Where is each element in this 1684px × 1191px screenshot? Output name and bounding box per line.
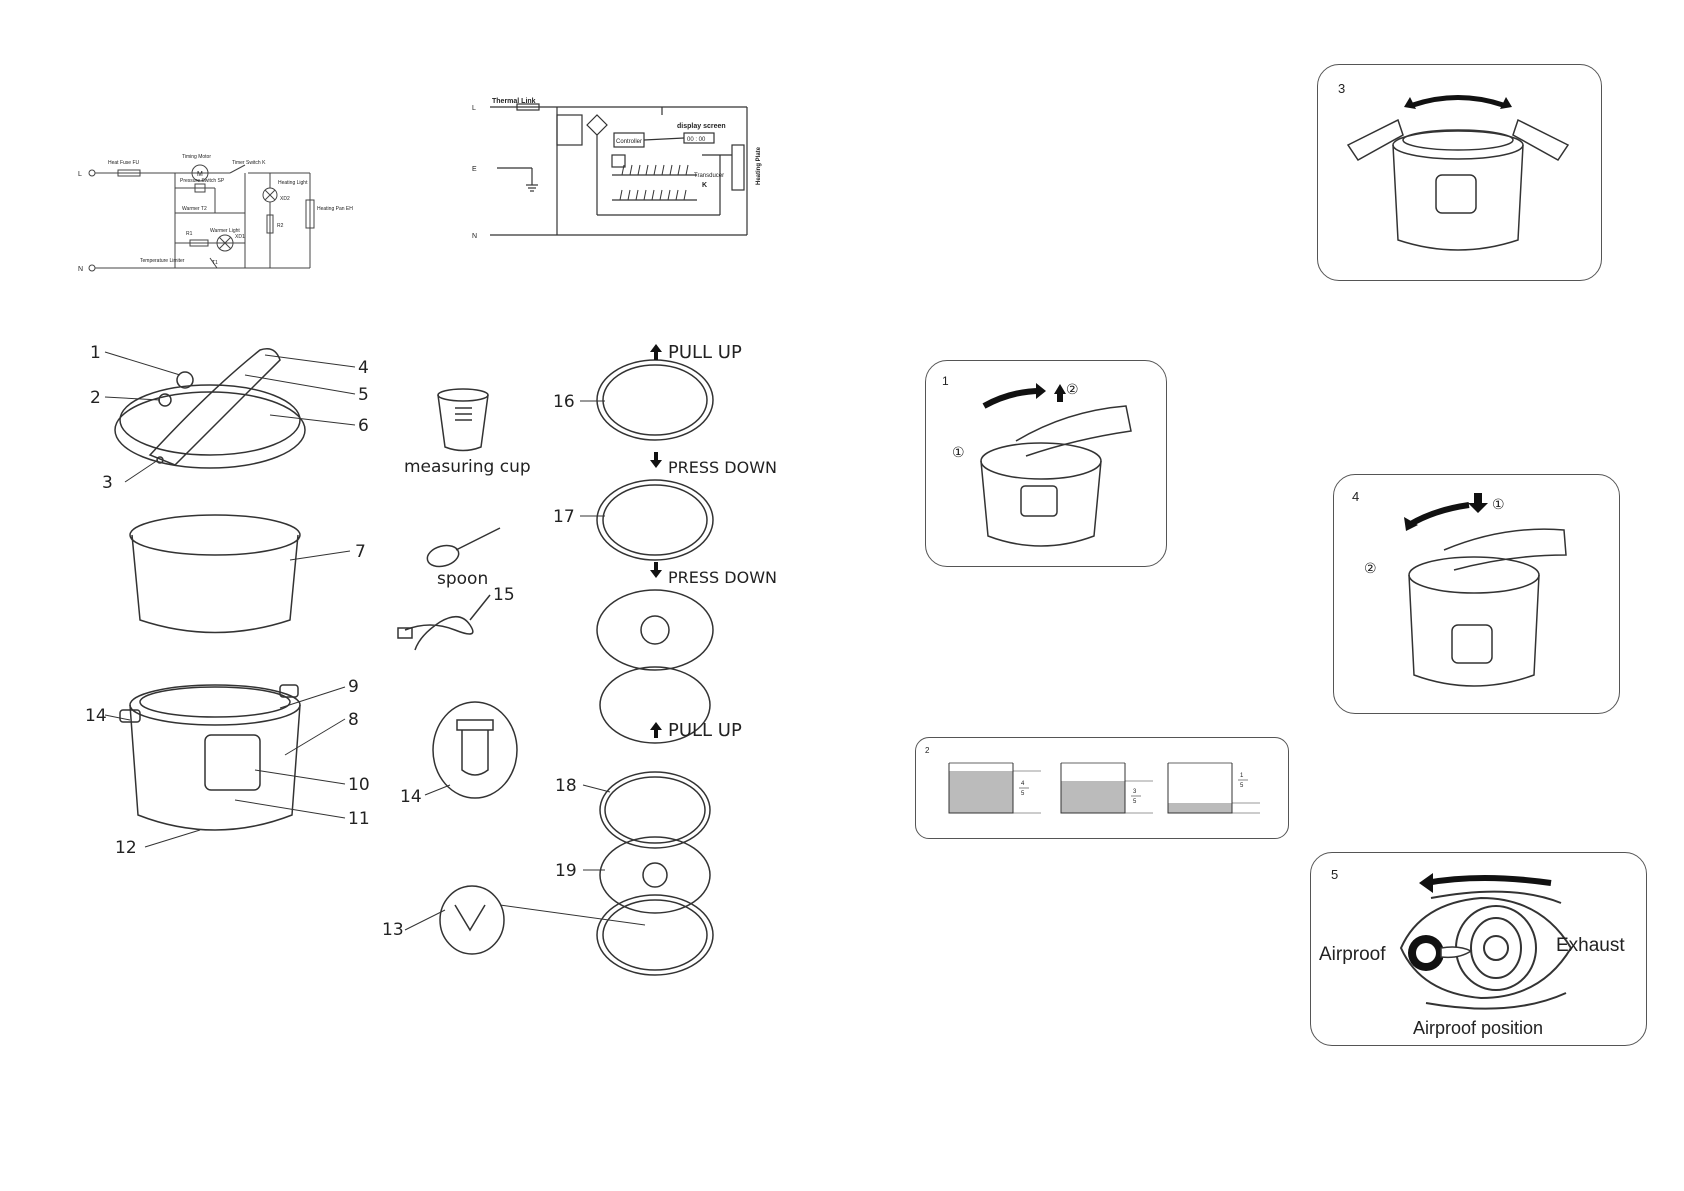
spoon-label: spoon xyxy=(437,569,488,589)
xd2-label: XD2 xyxy=(280,196,290,202)
figure-3-illustration: 3 xyxy=(1338,81,1570,251)
figure-1-panel: 1 ② ① xyxy=(925,360,1167,567)
figure-2-number: 2 xyxy=(925,746,930,755)
measuring-cup-illustration xyxy=(437,388,489,452)
r2-label: R2 xyxy=(277,223,284,229)
warmer-light-label: Warmer Light xyxy=(210,228,240,234)
terminal-l-label: L xyxy=(78,171,82,178)
figure-2-illustration: 2 4 5 3 5 1 5 xyxy=(925,746,1260,814)
pressure-switch-label: Pressure Switch SP xyxy=(180,178,225,184)
circuit-diagram-controller: L E N Thermal Link display screen 00 : 0… xyxy=(472,98,762,240)
pull-up-label-2: PULL UP xyxy=(668,720,742,741)
fraction-1-denominator: 5 xyxy=(1021,791,1025,797)
figure-4-panel: 4 ① ② xyxy=(1333,474,1620,714)
heating-pan-label: Heating Pan EH xyxy=(317,206,353,212)
part-number-13: 13 xyxy=(382,920,404,940)
figure-4-step-1: ① xyxy=(1492,497,1505,513)
fraction-3-denominator: 5 xyxy=(1240,783,1244,789)
timer-switch-label: Timer Switch K xyxy=(232,160,266,166)
power-cord-illustration xyxy=(397,594,491,651)
pull-up-label-1: PULL UP xyxy=(668,342,742,363)
circuit-diagram-timer: L N Heat Fuse FU Timing Motor M Timer Sw… xyxy=(78,154,353,273)
fraction-3-numerator: 1 xyxy=(1240,773,1244,779)
k-label: K xyxy=(702,182,707,189)
press-down-label-1: PRESS DOWN xyxy=(668,458,777,477)
exhaust-label: Exhaust xyxy=(1556,935,1625,956)
press-down-label-2: PRESS DOWN xyxy=(668,568,777,587)
figure-2-panel: 2 4 5 3 5 1 5 xyxy=(915,737,1289,839)
part-number-9: 9 xyxy=(348,677,359,697)
fraction-1-numerator: 4 xyxy=(1021,781,1025,787)
heating-light-label: Heating Light xyxy=(278,180,308,186)
figure-1-step-1: ① xyxy=(952,445,965,461)
thermal-link-label: Thermal Link xyxy=(492,98,536,105)
part-number-11: 11 xyxy=(348,809,370,829)
part-number-3: 6 xyxy=(358,416,369,436)
figure-4-illustration: 4 ① ② xyxy=(1352,489,1567,687)
parts-diagram: 1 2 3 4 5 6 7 9 8 10 11 12 14 measuring … xyxy=(85,342,777,976)
part-number-2: 5 xyxy=(358,385,369,405)
part-number-6: 3 xyxy=(102,473,113,493)
timing-motor-label: Timing Motor xyxy=(182,154,211,160)
motor-symbol: M xyxy=(197,171,203,178)
gasket-sequence xyxy=(596,359,714,976)
figure-1-illustration: 1 ② ① xyxy=(942,374,1132,547)
cooker-body-illustration xyxy=(119,684,301,831)
figure-5-number: 5 xyxy=(1331,867,1338,882)
fraction-2-denominator: 5 xyxy=(1133,799,1137,805)
figure-3-number: 3 xyxy=(1338,81,1345,96)
part-number-16: 16 xyxy=(553,392,575,412)
measuring-cup-label: measuring cup xyxy=(404,457,531,477)
transducer-label: Transducer xyxy=(694,173,724,179)
part-number-19: 19 xyxy=(555,861,577,881)
float-valve-detail xyxy=(432,701,518,799)
airproof-label: Airproof xyxy=(1319,944,1386,965)
part-number-8: 8 xyxy=(348,710,359,730)
part-number-18: 18 xyxy=(555,776,577,796)
display-value: 00 : 00 xyxy=(687,137,706,143)
figure-4-number: 4 xyxy=(1352,489,1359,504)
part-number-14-handle: 14 xyxy=(85,706,107,726)
part-number-5: 1 xyxy=(90,343,101,363)
ctrl-terminal-n: N xyxy=(472,233,477,240)
warmer-label: Warmer T2 xyxy=(182,206,207,212)
terminal-n-label: N xyxy=(78,266,83,273)
ctrl-terminal-l: L xyxy=(472,105,476,112)
t1-label: T1 xyxy=(212,260,218,266)
heat-fuse-label: Heat Fuse FU xyxy=(108,160,140,166)
airproof-position-label: Airproof position xyxy=(1413,1018,1543,1038)
figure-5-illustration: 5 Airproof Exhaust Airproof position xyxy=(1319,867,1625,1038)
inner-pot-illustration xyxy=(129,514,301,634)
temp-limiter-label: Temperature Limiter xyxy=(140,258,185,264)
part-number-14-valve: 14 xyxy=(400,787,422,807)
part-number-12: 12 xyxy=(115,838,137,858)
figure-5-panel: 5 Airproof Exhaust Airproof position xyxy=(1310,852,1647,1046)
part-number-10: 10 xyxy=(348,775,370,795)
heating-plate-label: Heating Plate xyxy=(756,146,762,185)
lid-illustration xyxy=(114,348,306,469)
part-number-1: 4 xyxy=(358,358,369,378)
display-screen-label: display screen xyxy=(677,123,726,130)
figure-4-step-2: ② xyxy=(1364,561,1377,577)
figure-1-number: 1 xyxy=(942,374,949,388)
r1-label: R1 xyxy=(186,231,193,237)
ctrl-terminal-e: E xyxy=(472,166,477,173)
part-number-15: 15 xyxy=(493,585,515,605)
spoon-illustration xyxy=(426,527,501,568)
part-number-4: 2 xyxy=(90,388,101,408)
part-number-7: 7 xyxy=(355,542,366,562)
figure-1-step-2: ② xyxy=(1066,382,1079,398)
xd1-label: XD1 xyxy=(235,234,245,240)
controller-label: Controller xyxy=(616,139,642,145)
figure-3-panel: 3 xyxy=(1317,64,1602,281)
part-number-17: 17 xyxy=(553,507,575,527)
seal-detail xyxy=(439,885,505,955)
fraction-2-numerator: 3 xyxy=(1133,789,1137,795)
